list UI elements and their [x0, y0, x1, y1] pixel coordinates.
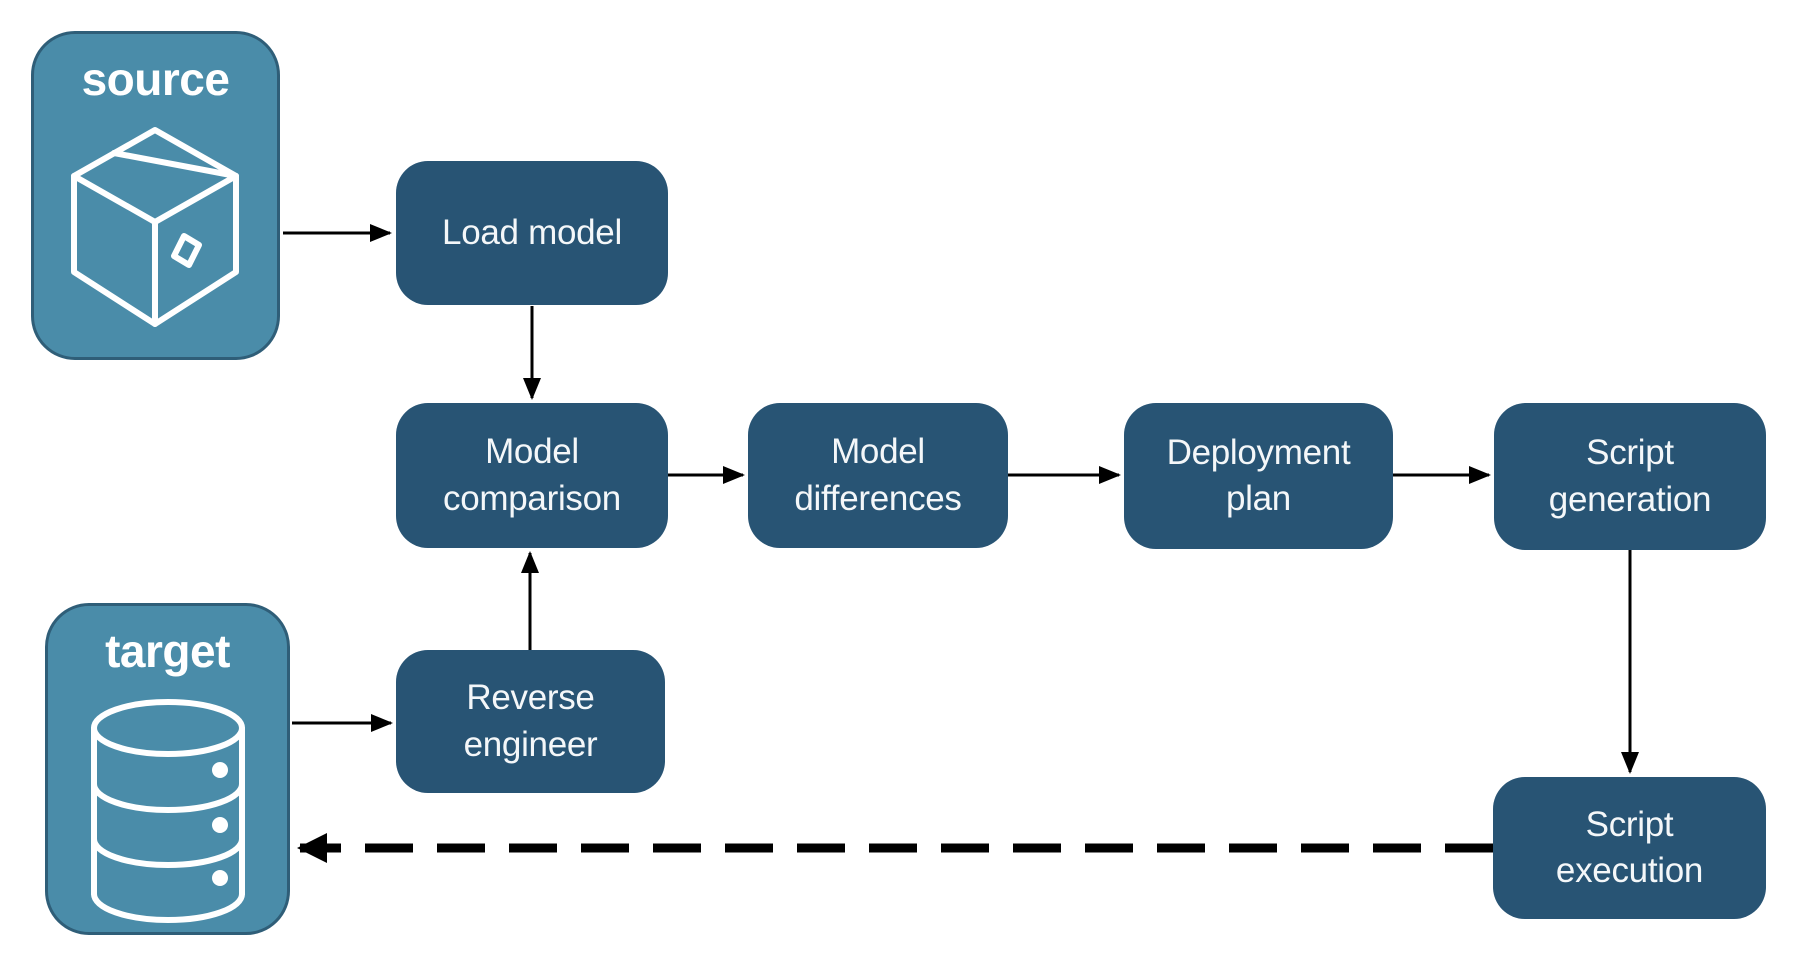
- node-label: Model differences: [794, 432, 962, 518]
- node-model-differences: Model differences: [748, 403, 1008, 548]
- node-script-generation: Script generation: [1494, 403, 1766, 550]
- node-script-execution: Script execution: [1493, 777, 1766, 919]
- node-label: Script generation: [1548, 433, 1712, 519]
- node-model-comparison: Model comparison: [396, 403, 668, 548]
- entity-target: target: [45, 603, 290, 935]
- node-label: Deployment plan: [1166, 432, 1351, 518]
- node-deployment-plan: Deployment plan: [1124, 403, 1393, 549]
- database-icon: [90, 699, 245, 923]
- entity-target-label: target: [105, 625, 230, 677]
- node-reverse-engineer: Reverse engineer: [396, 650, 665, 793]
- entity-source: source: [31, 31, 280, 360]
- node-label: Reverse engineer: [463, 678, 598, 764]
- entity-source-label: source: [81, 53, 230, 105]
- package-icon: [70, 127, 239, 327]
- node-label: Model comparison: [443, 432, 621, 518]
- node-label: Load model: [442, 212, 622, 252]
- node-label: Script execution: [1555, 804, 1704, 890]
- node-load-model: Load model: [396, 161, 668, 305]
